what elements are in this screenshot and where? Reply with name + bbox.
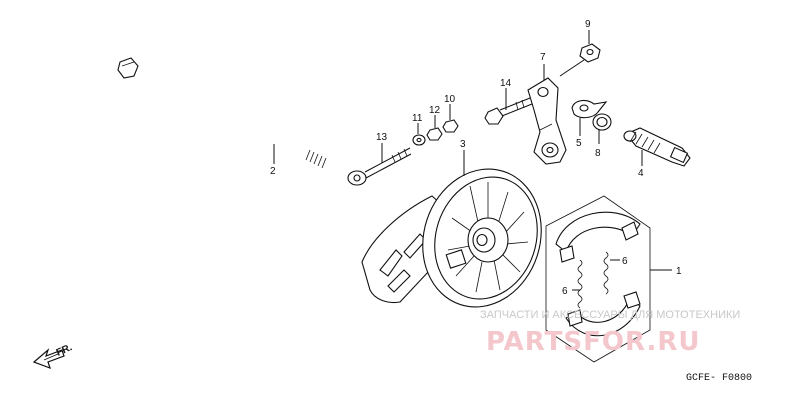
callout-2: 2 bbox=[270, 166, 276, 177]
part-10-nut[interactable] bbox=[442, 119, 459, 133]
part-12-nut[interactable] bbox=[426, 127, 443, 141]
part-2-axle[interactable] bbox=[117, 57, 327, 169]
callout-6a: 6 bbox=[622, 256, 628, 267]
callout-3: 3 bbox=[460, 139, 466, 150]
part-1-brake-shoe-set[interactable] bbox=[545, 195, 651, 363]
watermark: ЗАПЧАСТИ И АКСЕССУАРЫ ДЛЯ МОТОТЕХНИКИ PA… bbox=[480, 309, 740, 357]
callout-4: 4 bbox=[638, 168, 644, 179]
axle-thread bbox=[305, 149, 327, 169]
part-4-brake-cam[interactable] bbox=[623, 127, 691, 167]
part-5-indicator[interactable] bbox=[571, 99, 608, 119]
leader-7b bbox=[559, 59, 585, 77]
callout-12: 12 bbox=[429, 105, 441, 116]
callout-1: 1 bbox=[676, 266, 682, 277]
part-13-adjuster[interactable] bbox=[347, 147, 412, 186]
part-14-bolt[interactable] bbox=[484, 97, 533, 125]
direction-label: FR. bbox=[55, 342, 74, 359]
callout-11: 11 bbox=[412, 113, 423, 124]
part-11-washer[interactable] bbox=[412, 134, 426, 146]
part-7-brake-arm[interactable] bbox=[527, 77, 567, 165]
front-direction-arrow-icon bbox=[32, 348, 65, 370]
callout-10: 10 bbox=[444, 94, 456, 105]
shoe-springs bbox=[577, 251, 609, 309]
part-8-seal[interactable] bbox=[592, 113, 612, 131]
panel-ribs bbox=[447, 182, 529, 293]
callout-13: 13 bbox=[376, 132, 388, 143]
part-3-brake-panel[interactable] bbox=[361, 154, 559, 323]
diagram-code: GCFE- F0800 bbox=[686, 373, 752, 384]
callout-9: 9 bbox=[585, 19, 591, 30]
callout-5: 5 bbox=[576, 138, 582, 149]
callout-7: 7 bbox=[540, 52, 546, 63]
callout-6b: 6 bbox=[562, 286, 568, 297]
callout-8: 8 bbox=[595, 148, 601, 159]
watermark-tagline: ЗАПЧАСТИ И АКСЕССУАРЫ ДЛЯ МОТОТЕХНИКИ bbox=[480, 309, 740, 321]
callout-14: 14 bbox=[500, 78, 512, 89]
part-9-nut[interactable] bbox=[579, 43, 601, 63]
watermark-brand: PARTSFOR.RU bbox=[486, 327, 700, 357]
